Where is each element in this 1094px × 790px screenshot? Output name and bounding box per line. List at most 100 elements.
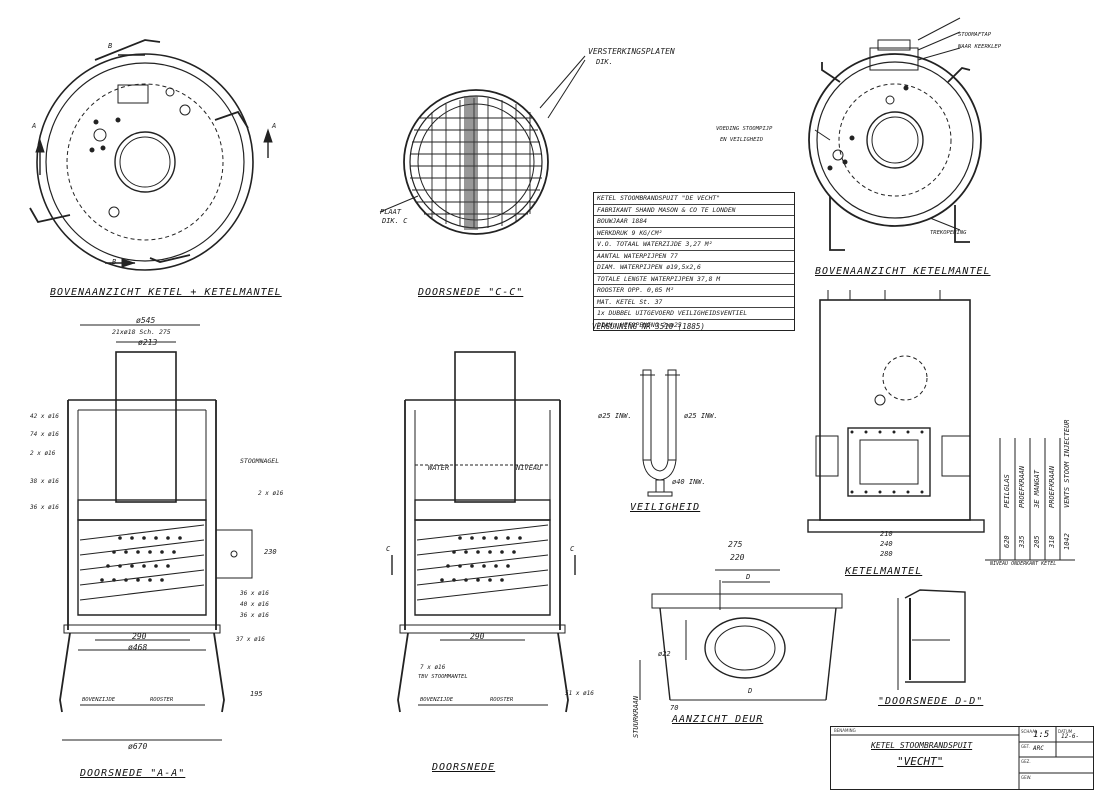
title-block-header: BENAMING bbox=[834, 728, 856, 733]
note-vent-opening: TREKOPENING bbox=[930, 230, 967, 236]
note-steam-outlet: STOOMAFTAP bbox=[958, 32, 992, 38]
note-roosters: ROOSTER bbox=[150, 697, 174, 703]
top-mid-section-cc bbox=[379, 55, 586, 235]
title-line-2: "VECHT" bbox=[897, 755, 944, 768]
spec-row: 1x DUBBEL UITGEVOERD VEILIGHEIDSVENTIEL bbox=[594, 308, 794, 320]
dim-r36-right: 36 x ø16 bbox=[240, 590, 269, 597]
spec-row: KETEL STOOMBRANDSPUIT "DE VECHT" bbox=[594, 193, 794, 205]
caption-mantle: KETELMANTEL bbox=[845, 566, 923, 577]
drawn-value: ARC bbox=[1033, 745, 1044, 752]
mantle-label: PROEFKRAAN bbox=[1018, 465, 1026, 508]
note-water: WATER bbox=[428, 464, 450, 472]
title-block: BENAMING KETEL STOOMBRANDSPUIT "VECHT" S… bbox=[830, 726, 1094, 790]
mantle-label: PEILGLAS bbox=[1003, 474, 1011, 508]
dim-d670: ø670 bbox=[128, 742, 148, 751]
note-niveau: NIVEAU bbox=[516, 464, 542, 472]
note-stuurkraan: STUURKRAAN bbox=[632, 695, 640, 738]
caption-top-right: BOVENAANZICHT KETELMANTEL bbox=[815, 266, 991, 277]
note-inw-right: ø25 INW. bbox=[684, 412, 718, 420]
note-stoomnagel: STOOMNAGEL bbox=[240, 457, 280, 465]
spec-row: WERKDRUK 9 KG/CM² bbox=[594, 228, 794, 239]
caption-door: AANZICHT DEUR bbox=[672, 714, 764, 725]
note-toward-valve: NAAR KEERKLEP bbox=[958, 44, 1002, 50]
caption-top-left: BOVENAANZICHT KETEL + KETELMANTEL bbox=[50, 287, 282, 298]
dim-r7: 7 x ø16 bbox=[420, 664, 446, 671]
dim-r36: 36 x ø16 bbox=[30, 504, 59, 511]
note-roosters-mid: ROOSTER bbox=[490, 697, 514, 703]
note-inw-left: ø25 INW. bbox=[598, 412, 632, 420]
note-steam-hole: TBV STOOMMANTEL bbox=[418, 674, 468, 680]
scale-label: SCHAAL bbox=[1021, 729, 1038, 734]
dim-d280: 280 bbox=[880, 550, 893, 558]
spec-row: V.O. TOTAAL WATERZIJDE 3,27 M² bbox=[594, 239, 794, 251]
dim-d220: 220 bbox=[730, 553, 745, 562]
date-label: DATUM bbox=[1058, 729, 1073, 734]
mantle-value: 335 bbox=[1018, 535, 1026, 548]
dim-r2: 2 x ø16 bbox=[30, 450, 56, 457]
check-label-2: GEW. bbox=[1021, 775, 1032, 780]
spec-row: MAT. KETEL St. 37 bbox=[594, 297, 794, 308]
caption-section-dd: "DOORSNEDE D-D" bbox=[878, 696, 984, 707]
dim-r40: 40 x ø16 bbox=[240, 601, 269, 608]
note-vent-steam: VOEDING STOOMPIJP bbox=[716, 126, 773, 132]
dim-d213: ø213 bbox=[138, 338, 158, 347]
spec-row: BOUWJAAR 1884 bbox=[594, 216, 794, 228]
dim-r2-right: 2 x ø16 bbox=[258, 490, 284, 497]
dim-d545: ø545 bbox=[136, 316, 156, 325]
dim-d22: ø22 bbox=[658, 650, 671, 658]
spec-row: TOTALE LENGTE WATERPIJPEN 37,8 M bbox=[594, 274, 794, 285]
mantle-value: 620 bbox=[1003, 535, 1011, 548]
dim-d240: 240 bbox=[880, 540, 893, 548]
dim-d290: 290 bbox=[132, 632, 147, 641]
safety-valve-drawing bbox=[640, 369, 680, 497]
dim-d210: 210 bbox=[880, 530, 893, 538]
letter-a-right: A bbox=[272, 122, 277, 130]
caption-safety: VEILIGHEID bbox=[630, 502, 701, 513]
dim-d70: 70 bbox=[670, 704, 679, 712]
dim-r36-right2: 36 x ø16 bbox=[240, 612, 269, 619]
spec-row: FABRIKANT SHAND MASON & CO TE LONDEN bbox=[594, 205, 794, 216]
caption-top-mid: DOORSNEDE "C-C" bbox=[418, 287, 524, 298]
letter-d-top: D bbox=[746, 573, 751, 581]
dim-pitch: 21xø18 Sch. 275 bbox=[112, 328, 171, 336]
spec-table: KETEL STOOMBRANDSPUIT "DE VECHT" FABRIKA… bbox=[593, 192, 795, 331]
note-safety-pipe: EN VEILIGHEID bbox=[720, 137, 764, 143]
caption-bottom-mid: DOORSNEDE bbox=[432, 762, 496, 773]
letter-b-top: B bbox=[108, 42, 113, 50]
note-plate-dim: DIK. C bbox=[382, 217, 408, 225]
note-reinforcement-dim: DIK. bbox=[596, 58, 613, 66]
top-left-plan-view bbox=[29, 39, 273, 271]
title-line-1: KETEL STOOMBRANDSPUIT bbox=[871, 741, 973, 750]
checked-label: GEZ. bbox=[1021, 759, 1031, 764]
dim-d195: 195 bbox=[250, 690, 263, 698]
caption-bottom-left: DOORSNEDE "A-A" bbox=[80, 768, 186, 779]
mantle-value: 205 bbox=[1033, 535, 1041, 548]
dim-r37: 37 x ø16 bbox=[236, 636, 265, 643]
title-block-grid bbox=[831, 727, 1093, 789]
dim-r42: 42 x ø16 bbox=[30, 413, 59, 420]
letter-a-left: A bbox=[32, 122, 37, 130]
mantle-value: 1042 bbox=[1063, 533, 1071, 550]
spec-row: ROOSTER OPP. 0,05 M² bbox=[594, 285, 794, 297]
note-bovenzijde-left: BOVENZIJDE bbox=[82, 697, 116, 703]
letter-c-left: C bbox=[386, 545, 391, 553]
note-bovenzijde-mid: BOVENZIJDE bbox=[420, 697, 454, 703]
bottom-mid-section bbox=[391, 351, 576, 713]
scale-value: 1:5 bbox=[1033, 730, 1050, 740]
mantle-label: PROEFKRAAN bbox=[1048, 465, 1056, 508]
spec-row: DIAM. WATERPIJPEN ø19,5x2,6 bbox=[594, 262, 794, 274]
dim-r74: 74 x ø16 bbox=[30, 431, 59, 438]
drawn-label: GET. bbox=[1021, 744, 1030, 749]
note-plate: PLAAT bbox=[380, 208, 402, 216]
dim-r38: 38 x ø16 bbox=[30, 478, 59, 485]
note-reinforcement: VERSTERKINGSPLATEN bbox=[588, 47, 675, 56]
letter-b-bottom: B bbox=[112, 258, 117, 266]
section-dd-drawing bbox=[897, 589, 966, 690]
mantle-label: 3E MANGAT bbox=[1033, 470, 1041, 508]
dim-d230: 230 bbox=[264, 548, 277, 556]
note-onderkant: NIVEAU ONDERKANT KETEL bbox=[990, 561, 1057, 567]
date-value: 12-6- bbox=[1061, 733, 1080, 740]
door-view-drawing bbox=[639, 569, 843, 701]
bottom-left-section-aa bbox=[59, 324, 253, 741]
